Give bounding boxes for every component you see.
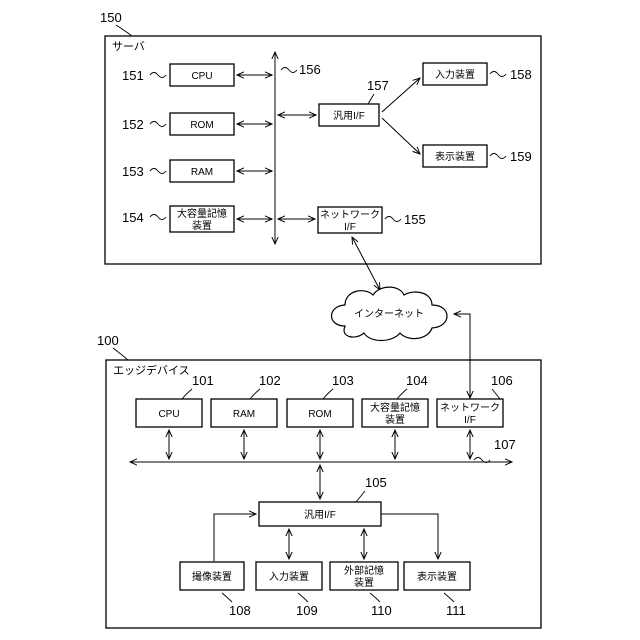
server-display-label: 表示装置 bbox=[435, 150, 475, 163]
server-display-ref: 159 bbox=[510, 149, 532, 164]
internet-label: インターネット bbox=[354, 308, 424, 320]
edge-input-ref: 109 bbox=[296, 603, 318, 618]
edge-cpu-ref: 101 bbox=[192, 373, 214, 388]
edge-gpio-ref: 105 bbox=[365, 475, 387, 490]
server-ref-leader bbox=[116, 25, 132, 36]
edge-input-leader bbox=[298, 593, 308, 602]
server-input-label: 入力装置 bbox=[435, 68, 475, 81]
edge-cpu-leader bbox=[182, 389, 192, 399]
server-title: サーバ bbox=[112, 40, 145, 53]
server-ram-leader bbox=[150, 169, 166, 174]
edge-network-leader bbox=[492, 389, 500, 399]
edge-ram-leader bbox=[250, 389, 260, 399]
edge-ram-label: RAM bbox=[233, 409, 255, 420]
server-group: 150 サーバ 156 151 CPU 152 ROM 153 RAM 154 … bbox=[100, 10, 541, 264]
edge-rom-label: ROM bbox=[308, 409, 331, 420]
server-gpio-ref: 157 bbox=[367, 78, 389, 93]
server-cpu-leader bbox=[150, 73, 166, 78]
edge-bus-ref: 107 bbox=[494, 437, 516, 452]
server-display-leader bbox=[490, 154, 506, 159]
server-bus-ref: 156 bbox=[299, 62, 321, 77]
server-storage-label-line1: 大容量記憶 bbox=[177, 207, 227, 220]
server-network-ref: 155 bbox=[404, 212, 426, 227]
edge-display-leader bbox=[444, 593, 454, 602]
edge-group: 100 エッジデバイス 101 102 103 104 106 CPU RAM … bbox=[97, 333, 541, 628]
edge-network-ref: 106 bbox=[491, 373, 513, 388]
edge-ext-storage-leader bbox=[370, 593, 380, 602]
server-storage-leader bbox=[150, 215, 166, 220]
server-bus-leader bbox=[281, 68, 297, 73]
edge-input-label: 入力装置 bbox=[269, 570, 309, 583]
server-network-label-line1: ネットワーク bbox=[320, 209, 380, 221]
edge-ref-leader bbox=[113, 348, 128, 360]
edge-display-ref: 111 bbox=[446, 603, 466, 618]
edge-ref: 100 bbox=[97, 333, 119, 348]
server-cpu-ref: 151 bbox=[122, 68, 144, 83]
edge-display-link bbox=[381, 514, 438, 559]
internet-to-edge-link bbox=[454, 314, 470, 398]
edge-ext-storage-ref: 110 bbox=[371, 603, 392, 618]
server-gpio-label: 汎用I/F bbox=[333, 109, 365, 122]
edge-camera-ref: 108 bbox=[229, 603, 251, 618]
edge-network-label-line1: ネットワーク bbox=[440, 402, 500, 414]
server-rom-leader bbox=[150, 122, 166, 127]
server-network-label-line2: I/F bbox=[344, 222, 356, 233]
edge-camera-leader bbox=[222, 593, 232, 602]
server-ref: 150 bbox=[100, 10, 122, 25]
server-network-leader bbox=[385, 217, 401, 222]
edge-gpio-leader bbox=[356, 491, 365, 502]
edge-storage-label-line2: 装置 bbox=[385, 413, 405, 426]
edge-network-label-line2: I/F bbox=[464, 415, 476, 426]
server-cpu-label: CPU bbox=[191, 71, 212, 82]
server-ram-label: RAM bbox=[191, 167, 213, 178]
server-input-ref: 158 bbox=[510, 67, 532, 82]
edge-storage-leader bbox=[397, 389, 407, 399]
edge-cpu-label: CPU bbox=[158, 409, 179, 420]
server-gpio-to-display bbox=[382, 118, 420, 154]
edge-storage-label-line1: 大容量記憶 bbox=[370, 401, 420, 414]
server-rom-label: ROM bbox=[190, 120, 213, 131]
server-rom-ref: 152 bbox=[122, 117, 144, 132]
server-gpio-leader bbox=[368, 94, 374, 104]
server-input-leader bbox=[490, 72, 506, 77]
server-ram-ref: 153 bbox=[122, 164, 144, 179]
edge-ram-ref: 102 bbox=[259, 373, 281, 388]
edge-gpio-label: 汎用I/F bbox=[304, 508, 336, 521]
server-storage-ref: 154 bbox=[122, 210, 144, 225]
edge-camera-link bbox=[214, 514, 256, 561]
edge-camera-label: 撮像装置 bbox=[192, 570, 232, 583]
edge-storage-ref: 104 bbox=[406, 373, 428, 388]
edge-ext-storage-label-line2: 装置 bbox=[354, 576, 374, 589]
server-storage-label-line2: 装置 bbox=[192, 219, 212, 232]
edge-title: エッジデバイス bbox=[113, 363, 190, 377]
edge-rom-ref: 103 bbox=[332, 373, 354, 388]
edge-ext-storage-label-line1: 外部記憶 bbox=[344, 564, 384, 577]
edge-rom-leader bbox=[323, 389, 333, 399]
edge-display-label: 表示装置 bbox=[417, 570, 457, 583]
